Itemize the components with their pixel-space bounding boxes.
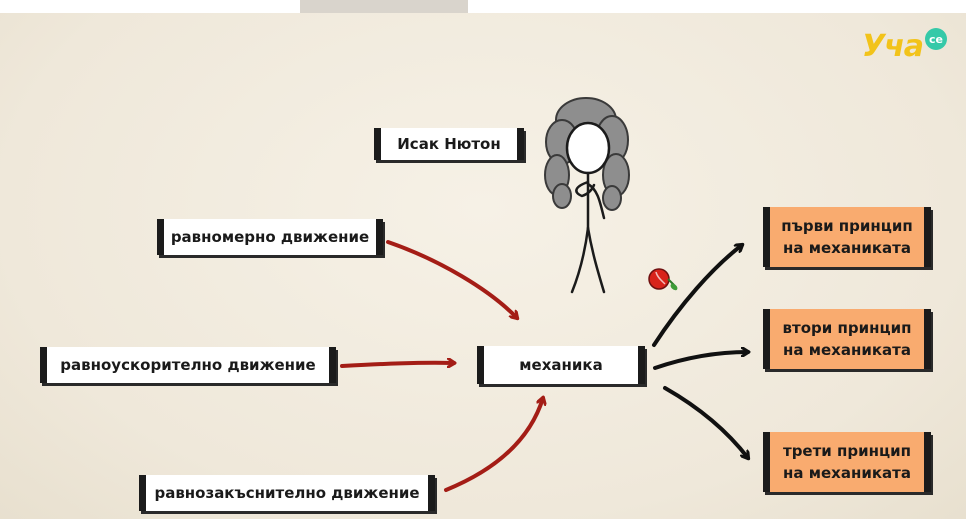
label-third-principle: трети принцип на механиката <box>763 432 931 492</box>
label-decelerated-motion: равнозакъснително движение <box>139 475 435 511</box>
label-isaac-newton: Исак Нютон <box>374 128 524 160</box>
first-principle-line2: на механиката <box>783 239 911 257</box>
label-uniform-motion-text: равномерно движение <box>170 228 370 246</box>
label-mechanics: механика <box>477 346 645 384</box>
third-principle-line1: трети принцип <box>783 442 911 460</box>
arrow-decelerated-to-mechanics <box>444 398 543 492</box>
top-bar <box>0 0 966 13</box>
arrow-uniform-to-mechanics <box>386 240 517 318</box>
label-isaac-newton-text: Исак Нютон <box>397 135 501 153</box>
label-second-principle: втори принцип на механиката <box>763 309 931 369</box>
second-principle-line2: на механиката <box>783 341 911 359</box>
arrow-mechanics-to-first-principle <box>652 245 742 347</box>
second-principle-line1: втори принцип <box>782 319 912 337</box>
logo-badge: се <box>924 28 947 50</box>
label-first-principle: първи принцип на механиката <box>763 207 931 267</box>
label-decelerated-motion-text: равнозакъснително движение <box>154 484 420 502</box>
top-tab <box>300 0 468 13</box>
ucha-se-logo: Уча се <box>862 24 958 68</box>
label-uniform-motion: равномерно движение <box>157 219 383 255</box>
newton-figure <box>544 97 630 294</box>
first-principle-line1: първи принцип <box>781 217 913 235</box>
third-principle-line2: на механиката <box>783 464 911 482</box>
apple-icon <box>648 268 678 291</box>
arrow-mechanics-to-second-principle <box>653 352 748 370</box>
label-accelerated-motion: равноускорително движение <box>40 347 336 383</box>
arrow-accelerated-to-mechanics <box>340 363 454 366</box>
label-mechanics-text: механика <box>519 356 603 374</box>
label-accelerated-motion-text: равноускорително движение <box>60 356 316 374</box>
arrow-mechanics-to-third-principle <box>663 386 748 458</box>
logo-text: Уча <box>862 28 924 64</box>
